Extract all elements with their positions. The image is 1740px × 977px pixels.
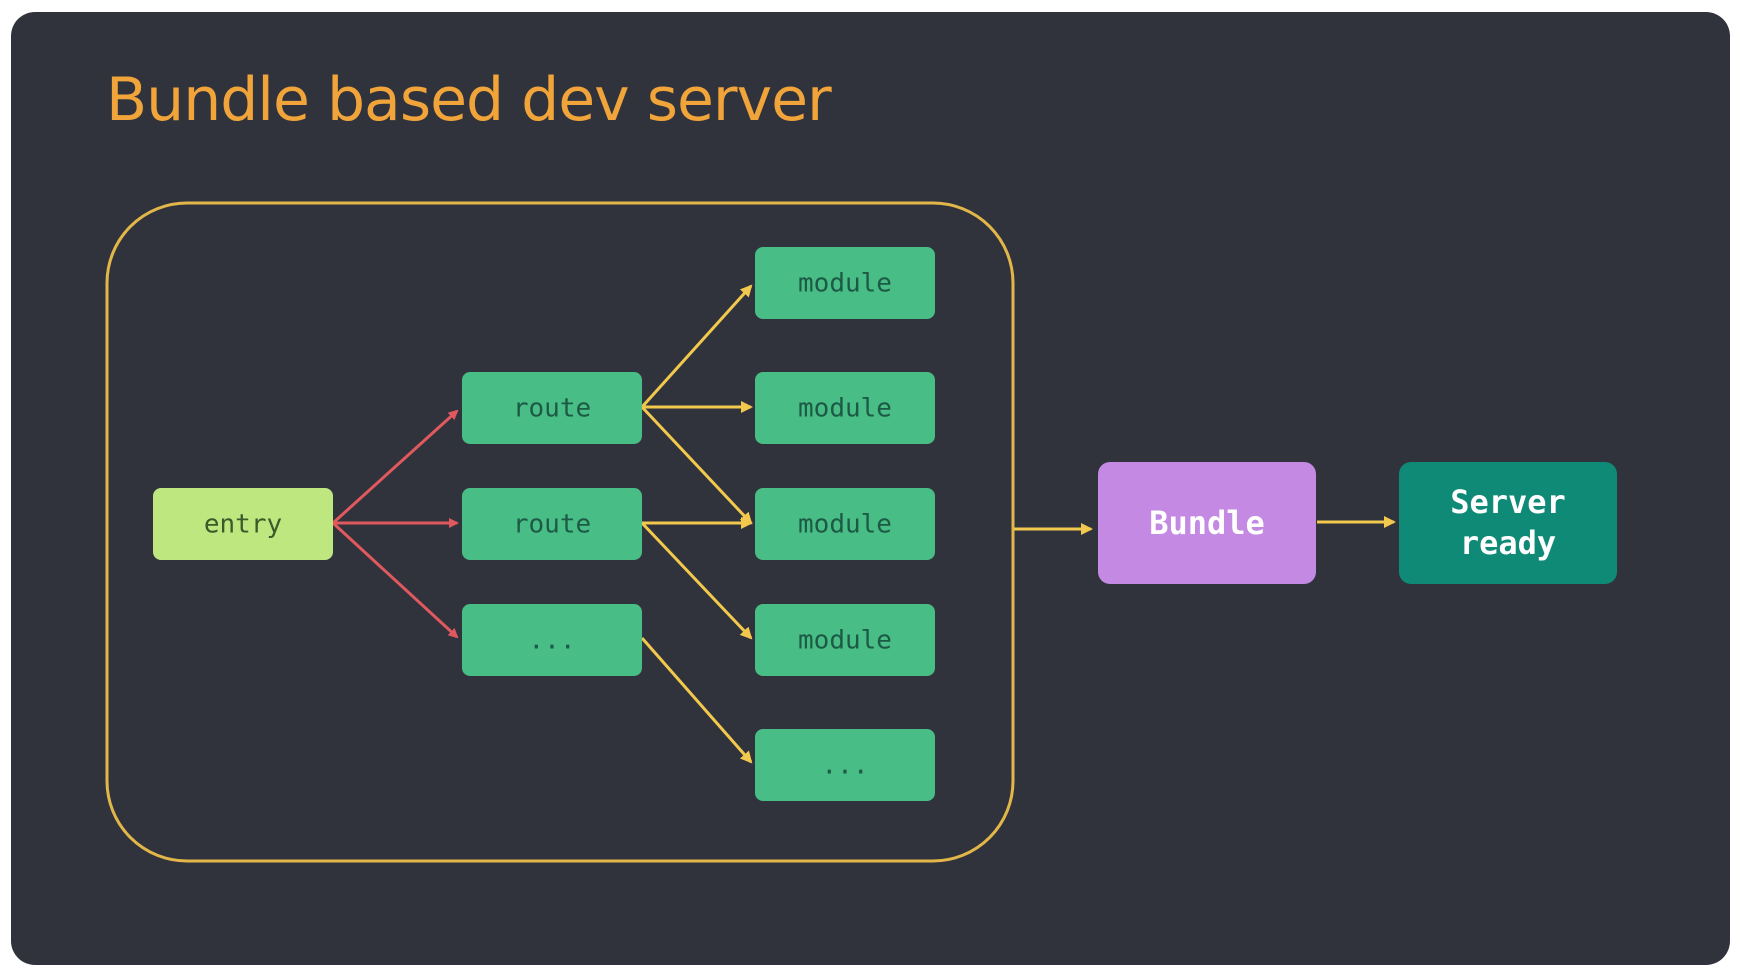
route-to-module-arrows [640,284,1396,764]
module-node-1: module [755,247,935,319]
module-node-2: module [755,372,935,444]
bundle-label: Bundle [1149,504,1265,542]
entry-node: entry [153,488,333,560]
route-label-1: route [513,394,591,424]
server-ready-label-line-2: ready [1460,524,1556,562]
arrow-entry-route-1 [331,409,459,525]
diagram-title: Bundle based dev server [106,65,832,135]
server-ready-node: Server ready [1399,462,1617,584]
module-label-2: module [798,394,892,424]
module-label-4: module [798,626,892,656]
arrow-entry-route-3 [331,521,459,639]
arrow-route2-module4 [640,521,753,640]
arrow-route1-module3 [640,405,753,525]
route-node-3: ... [462,604,642,676]
bundle-node: Bundle [1098,462,1316,584]
route-label-3: ... [529,626,576,656]
route-node-2: route [462,488,642,560]
module-label-5: ... [822,751,869,781]
server-ready-label-line-1: Server [1450,483,1566,521]
module-node-5: ... [755,729,935,801]
module-label-3: module [798,510,892,540]
entry-label: entry [204,510,282,540]
module-node-4: module [755,604,935,676]
arrow-route1-module1 [640,284,753,409]
arrow-route3-module5 [640,637,753,764]
module-node-3: module [755,488,935,560]
route-label-2: route [513,510,591,540]
bundle-container [105,201,1015,863]
module-label-1: module [798,269,892,299]
route-node-1: route [462,372,642,444]
entry-to-route-arrows [331,409,459,639]
